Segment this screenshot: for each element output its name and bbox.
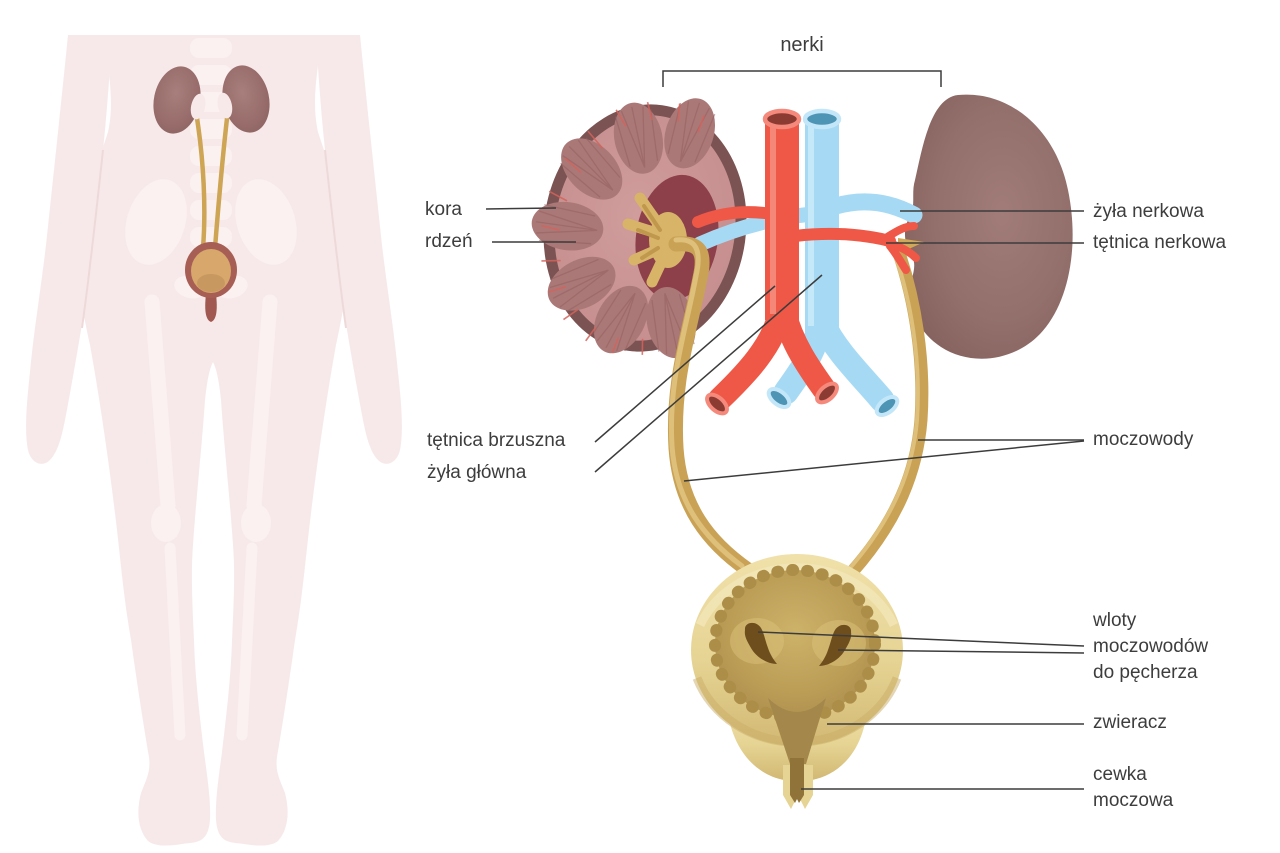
renal-artery-right xyxy=(789,227,896,247)
label-zyla-glowna: żyła główna xyxy=(427,462,527,483)
bladder xyxy=(691,554,903,809)
label-cewka-moczowa: cewka moczowa xyxy=(1093,764,1174,811)
label-moczowody: moczowody xyxy=(1093,429,1194,450)
leader-wloty-1 xyxy=(757,631,1085,647)
bladder-cavity xyxy=(715,570,875,718)
ureter-inlet-left xyxy=(744,622,777,664)
label-tetnica-brzuszna: tętnica brzuszna xyxy=(427,430,566,451)
renal-vein-right xyxy=(827,193,923,224)
label-nerki: nerki xyxy=(780,34,824,56)
silhouette-kidney-left xyxy=(153,66,206,134)
label-kora: kora xyxy=(425,199,462,220)
body-silhouette xyxy=(26,35,402,846)
label-wloty-moczowodow: wloty moczowodów do pęcherza xyxy=(1093,610,1209,683)
aorta xyxy=(692,108,920,416)
leader-lines xyxy=(485,70,1085,790)
leader-tetnica-brzuszna xyxy=(594,285,776,443)
renal-pelvis-left xyxy=(622,192,687,288)
label-rdzen: rdzeń xyxy=(425,231,473,252)
label-tetnica-nerkowa: tętnica nerkowa xyxy=(1093,232,1227,253)
left-arm xyxy=(26,35,112,464)
ureter-right xyxy=(845,238,929,579)
leader-moczowody-left xyxy=(683,440,1085,482)
silhouette-kidney-right xyxy=(217,65,270,133)
silhouette-ureters xyxy=(193,107,231,251)
urethra-channel xyxy=(790,758,804,803)
renal-artery-left xyxy=(692,206,778,228)
renal-vein-left xyxy=(692,206,820,252)
silhouette-bladder xyxy=(185,242,237,322)
leader-kora xyxy=(485,207,557,210)
leader-zyla-glowna xyxy=(594,274,823,473)
label-zyla-nerkowa: żyła nerkowa xyxy=(1093,201,1204,222)
label-zwieracz: zwieracz xyxy=(1093,712,1167,733)
ureter-left xyxy=(667,236,756,578)
urethra-funnel xyxy=(768,698,826,764)
leader-wloty-2 xyxy=(837,649,1085,654)
nerki-bracket xyxy=(662,70,942,87)
kidney-right xyxy=(904,94,1073,359)
cortex-streaks xyxy=(541,101,706,355)
right-arm xyxy=(316,35,402,464)
